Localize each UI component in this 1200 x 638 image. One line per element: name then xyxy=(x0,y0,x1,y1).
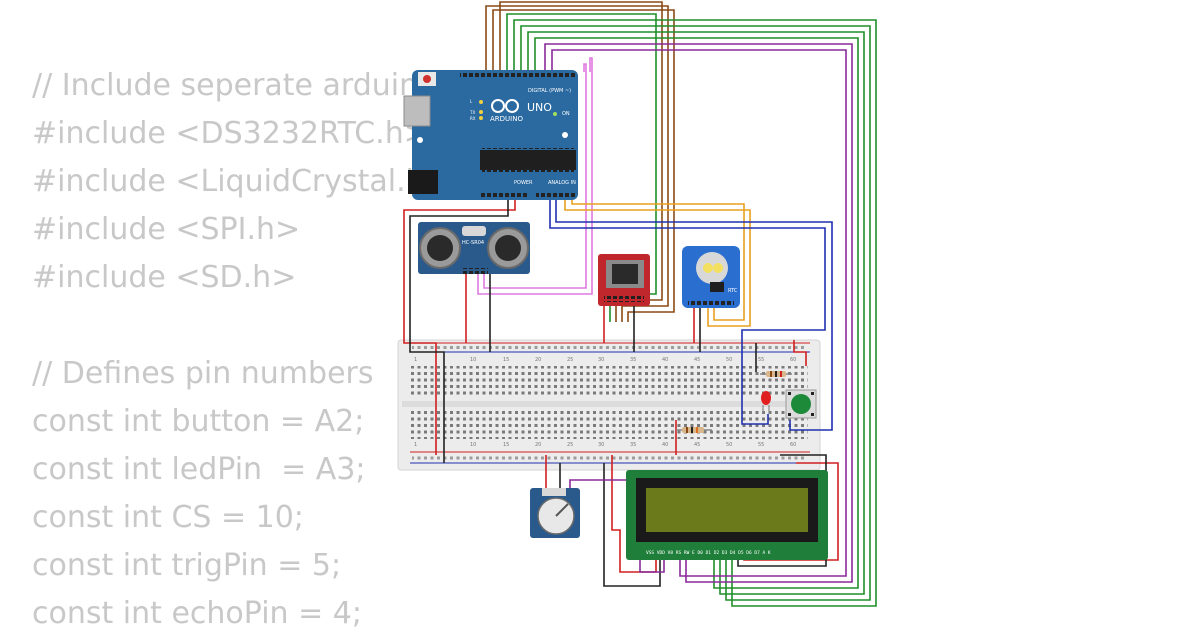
breadboard-bottom-column-number: 10 xyxy=(470,442,476,448)
lcd-screen xyxy=(646,488,808,532)
breadboard-column-numbers-bottom: 1 10 15 20 25 30 35 40 45 50 55 60 xyxy=(414,442,796,448)
rtc-label: RTC xyxy=(728,288,738,294)
breadboard-bottom-column-number: 45 xyxy=(694,442,700,448)
breadboard-bottom-column-number: 35 xyxy=(630,442,636,448)
wire-pink-2 xyxy=(483,63,587,289)
code-line: const int trigPin = 5; xyxy=(32,548,342,583)
code-line: const int ledPin = A3; xyxy=(32,452,366,487)
tx-label: TX xyxy=(469,110,475,115)
wire-black-backlight xyxy=(737,454,827,567)
analog-label: ANALOG IN xyxy=(548,180,576,186)
wire-green-2 xyxy=(513,19,877,607)
rx-label: RX xyxy=(470,116,476,121)
sd-card-module xyxy=(598,254,650,306)
wire-pink-1 xyxy=(477,57,593,295)
reset-button[interactable] xyxy=(423,75,431,83)
code-line: #include <SD.h> xyxy=(32,260,297,295)
code-line: #include <SPI.h> xyxy=(32,212,301,247)
rtc-module: RTC xyxy=(682,246,740,308)
wire-red-5v xyxy=(403,195,516,455)
breadboard-top-column-number: 45 xyxy=(694,357,700,363)
code-line: const int button = A2; xyxy=(32,404,365,439)
resistor-button xyxy=(676,427,712,433)
digital-header xyxy=(460,72,576,79)
wire-brown-2 xyxy=(492,9,675,322)
breadboard-bottom-column-number: 50 xyxy=(726,442,732,448)
arduino-model: UNO xyxy=(527,101,552,114)
wire-blue-1 xyxy=(555,195,833,431)
wire-blue-2 xyxy=(549,195,826,425)
wire-brown-1 xyxy=(485,5,669,322)
breadboard-bottom-column-number: 20 xyxy=(535,442,541,448)
power-label: POWER xyxy=(514,180,533,186)
breadboard-top-column-number: 55 xyxy=(758,357,764,363)
sensor-pins xyxy=(462,268,488,274)
breadboard-column-numbers-top: 1 10 15 20 25 30 35 40 45 50 55 60 xyxy=(414,357,796,363)
arduino-logo-icon xyxy=(491,99,519,113)
breadboard-top-column-number: 1 xyxy=(414,357,417,363)
breadboard-bottom-column-number: 15 xyxy=(503,442,509,448)
breadboard-top-column-number: 10 xyxy=(470,357,476,363)
l-label: L xyxy=(470,99,473,104)
code-line: // Defines pin numbers xyxy=(32,356,374,391)
code-line: const int echoPin = 4; xyxy=(32,596,362,631)
potentiometer[interactable] xyxy=(530,488,580,538)
code-line: #include <DS3232RTC.h> xyxy=(32,116,429,151)
digital-label: DIGITAL (PWM ~) xyxy=(528,88,571,94)
wire-purple-1 xyxy=(544,43,853,583)
breadboard-top-column-number: 50 xyxy=(726,357,732,363)
breadboard-top-column-number: 60 xyxy=(790,357,796,363)
wire-orange-1 xyxy=(564,195,751,327)
wires xyxy=(403,1,877,607)
analog-header xyxy=(536,192,576,199)
usb-port xyxy=(403,95,431,127)
sensor-label: HC-SR04 xyxy=(462,240,484,246)
wire-purple-2 xyxy=(551,49,847,577)
breadboard-bottom-column-number: 40 xyxy=(662,442,668,448)
atmega-chip xyxy=(480,150,576,170)
breadboard-bottom-column-number: 1 xyxy=(414,442,417,448)
wire-orange-2 xyxy=(571,195,745,321)
breadboard-top-column-number: 30 xyxy=(598,357,604,363)
breadboard-top-column-number: 25 xyxy=(567,357,573,363)
wire-black-gnd xyxy=(409,195,509,463)
arduino-brand: ARDUINO xyxy=(490,115,523,123)
lcd-pin-labels: VSS VDD V0 RS RW E D0 D1 D2 D3 D4 D5 D6 … xyxy=(646,550,771,556)
breadboard-bottom-column-number: 55 xyxy=(758,442,764,448)
breadboard-bottom-column-number: 60 xyxy=(790,442,796,448)
power-jack xyxy=(408,170,438,194)
on-label: ON xyxy=(562,111,570,117)
breadboard-bottom-column-number: 25 xyxy=(567,442,573,448)
breadboard-top-column-number: 15 xyxy=(503,357,509,363)
breadboard-top-column-number: 35 xyxy=(630,357,636,363)
wire-red-button xyxy=(793,340,807,366)
resistor-led xyxy=(760,371,792,377)
arduino-uno: ARDUINO UNO DIGITAL (PWM ~) POWER ANALOG… xyxy=(403,70,578,200)
led xyxy=(761,391,771,414)
ultrasonic-sensor: HC-SR04 xyxy=(418,222,530,274)
wire-green-3 xyxy=(520,25,871,601)
wire-red-lcd xyxy=(611,455,657,573)
power-header xyxy=(480,192,528,199)
wire-black-lcd xyxy=(603,463,661,587)
push-button[interactable] xyxy=(785,389,817,419)
lcd-display: VSS VDD V0 RS RW E D0 D1 D2 D3 D4 D5 D6 … xyxy=(626,470,828,560)
code-line: const int CS = 10; xyxy=(32,500,304,535)
code-line: #include <LiquidCrystal.h> xyxy=(32,164,450,199)
breadboard-top-column-number: 20 xyxy=(535,357,541,363)
breadboard-top-column-number: 40 xyxy=(662,357,668,363)
breadboard-bottom-column-number: 30 xyxy=(598,442,604,448)
